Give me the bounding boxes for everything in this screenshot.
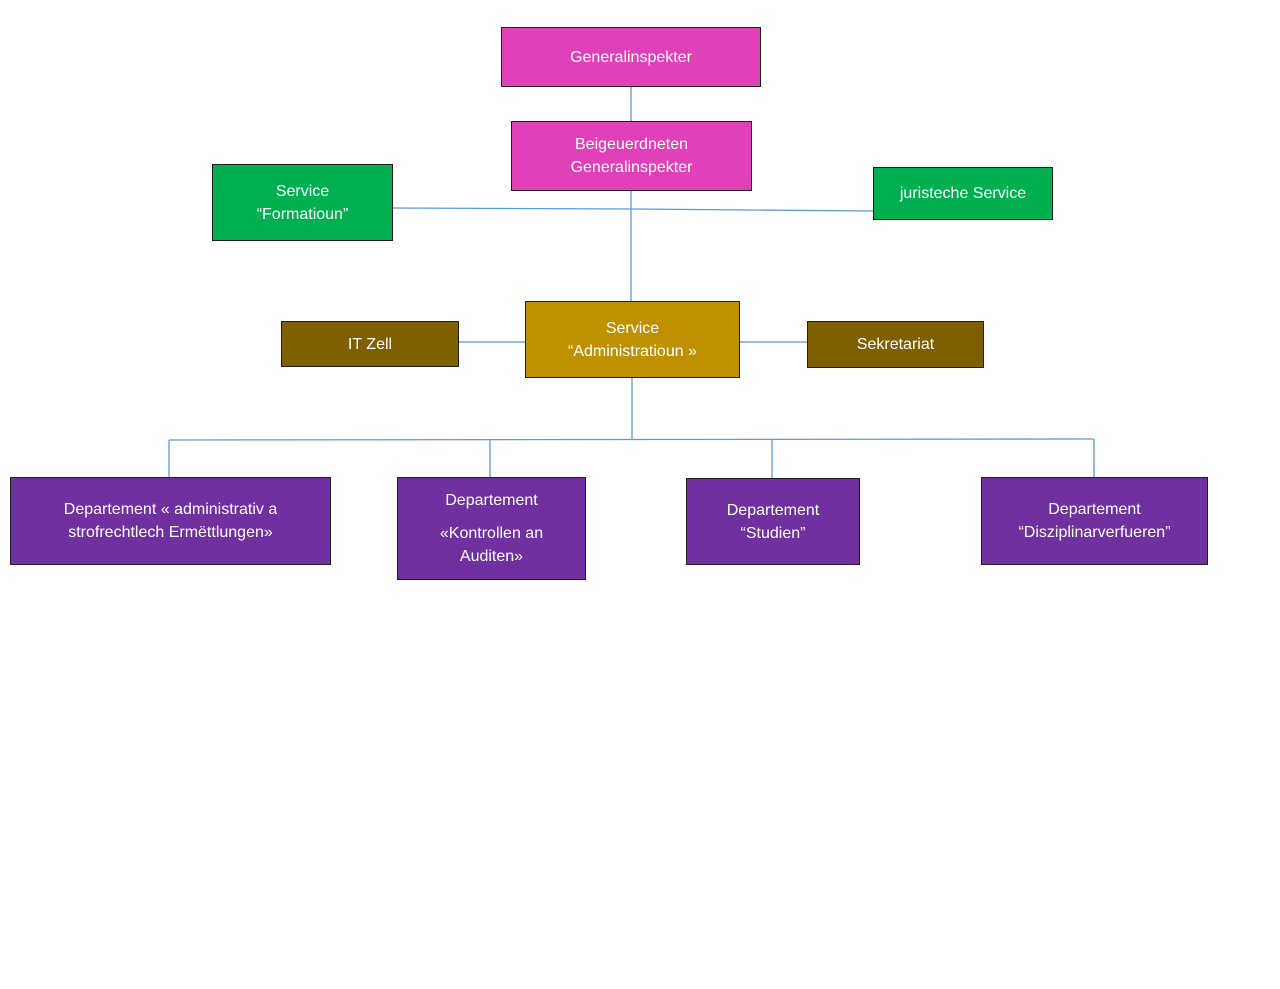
node-dept-disziplinar-line2: “Disziplinarverfueren” [1018,524,1171,541]
connector-juristeche-service [630,208,874,212]
node-dept-studien-line2: “Studien” [740,524,806,542]
node-dept-kontrollen-line1: Departement [445,492,538,509]
node-dept-administrativ-line2: strofrechtlech Ermëttlungen» [68,524,273,541]
node-it-zell: IT Zell [281,321,459,367]
connector-departments-bus [168,438,1095,441]
node-dept-administrativ: Departement « administrativ a strofrecht… [10,477,331,565]
node-it-zell-label: IT Zell [347,335,393,353]
node-service-administratioun-line1: Service [605,319,660,337]
node-service-administratioun-line2: “Administratioun » [568,342,697,360]
node-generalinspekter-label: Generalinspekter [570,48,692,66]
node-service-administratioun: Service “Administratioun » [525,301,740,378]
node-dept-kontrollen: Departement «Kontrollen an Auditen» [397,477,586,580]
node-beigeuerdneten-line1: Beigeuerdneten [575,136,688,153]
node-service-formatioun-line1: Service [275,182,330,200]
node-service-formatioun: Service “Formatioun” [212,164,393,241]
node-sekretariat-label: Sekretariat [856,336,935,353]
node-service-formatioun-line2: “Formatioun” [256,205,349,223]
node-dept-studien-line1: Departement [726,501,820,519]
node-sekretariat: Sekretariat [807,321,984,368]
node-dept-kontrollen-line3: Auditen» [459,548,524,565]
node-beigeuerdneten-line2: Generalinspekter [570,159,693,176]
node-juristeche-service-label: juristeche Service [899,185,1027,202]
connector-service-formatioun [391,207,632,210]
node-dept-administrativ-line1: Departement « administrativ a [63,501,278,518]
node-dept-disziplinar-line1: Departement [1048,501,1141,518]
node-dept-studien: Departement “Studien” [686,478,860,565]
node-beigeuerdneten-generalinspekter: Beigeuerdneten Generalinspekter [511,121,752,191]
node-generalinspekter: Generalinspekter [501,27,761,87]
node-dept-kontrollen-line2: «Kontrollen an [439,525,544,542]
node-juristeche-service: juristeche Service [873,167,1053,220]
node-dept-disziplinar: Departement “Disziplinarverfueren” [981,477,1208,565]
